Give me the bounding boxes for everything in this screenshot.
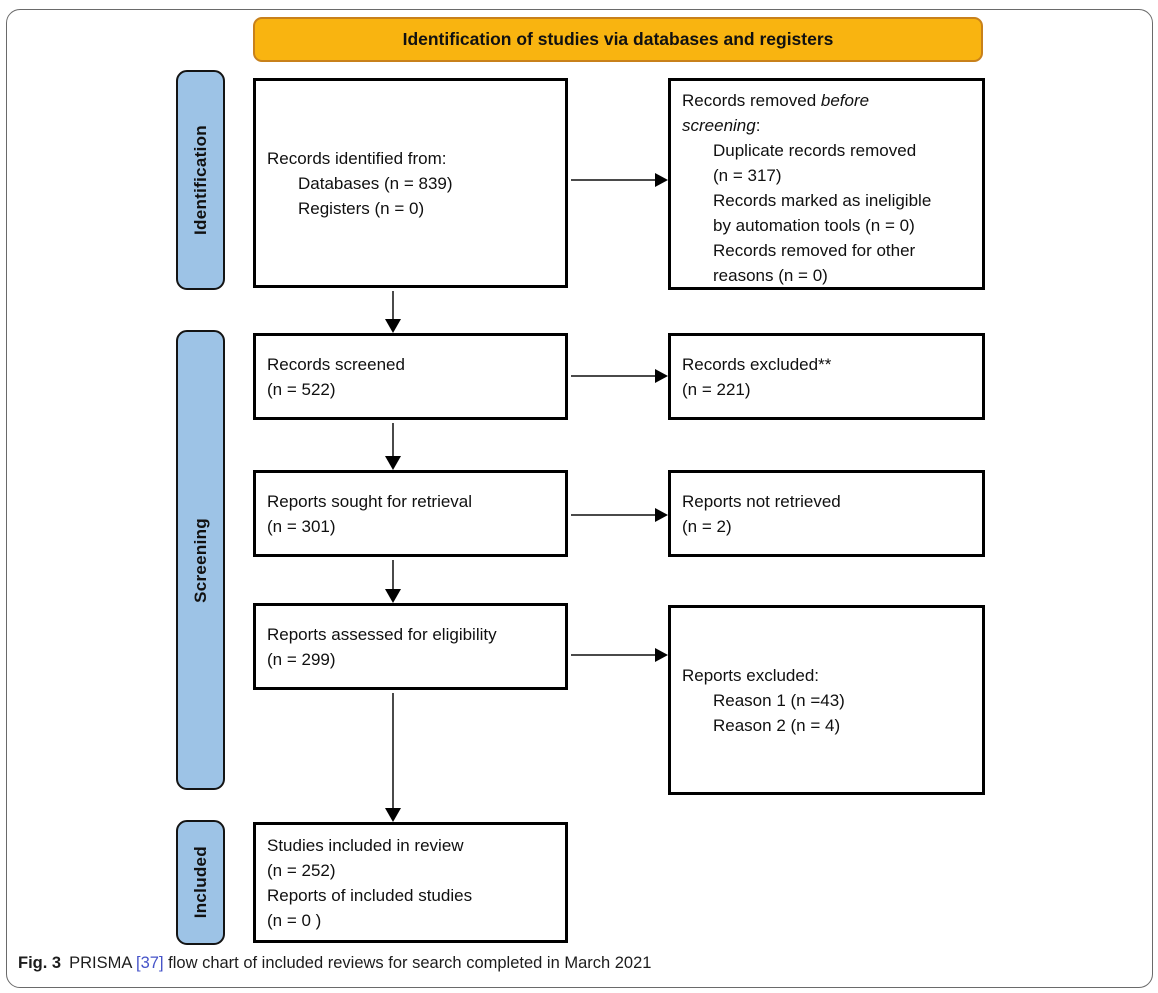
box-reports-sought: Reports sought for retrieval (n = 301)	[253, 470, 568, 557]
figure-number-label: Fig. 3	[18, 954, 62, 972]
figure-caption: Fig. 3 PRISMA [37] flow chart of included…	[18, 954, 651, 973]
box-text-line: reasons (n = 0)	[713, 266, 828, 285]
arrow-identified-to-removed	[571, 173, 668, 187]
box-text-line: Records removed for other	[713, 241, 916, 260]
stage-tab-identification: Identification	[176, 70, 225, 290]
box-text-line: (n = 221)	[682, 379, 751, 399]
box-text-line: Reports sought for retrieval	[267, 491, 473, 511]
box-text-line: (n = 522)	[267, 379, 336, 399]
box-reports-excluded: Reports excluded: Reason 1 (n =43) Reaso…	[668, 605, 985, 795]
box-text-line: (n = 252)	[267, 860, 336, 880]
box-text-line: Reason 2 (n = 4)	[713, 715, 841, 735]
box-text-line: Reports excluded:	[682, 665, 820, 685]
box-reports-assessed: Reports assessed for eligibility (n = 29…	[253, 603, 568, 690]
stage-label-identification: Identification	[190, 125, 210, 235]
box-text-line: Registers (n = 0)	[298, 198, 425, 218]
stage-label-included: Included	[190, 846, 210, 919]
banner-title: Identification of studies via databases …	[402, 29, 834, 49]
box-records-excluded: Records excluded** (n = 221)	[668, 333, 985, 420]
box-text-line: Records marked as ineligible	[713, 191, 932, 210]
box-records-removed: Records removed before screening: Duplic…	[668, 78, 985, 290]
box-text-line: Records excluded**	[682, 354, 832, 374]
box-text-line: (n = 317)	[713, 166, 782, 185]
arrow-screened-to-sought	[385, 423, 401, 470]
caption-text-after-ref: flow chart of included reviews for searc…	[163, 954, 652, 972]
stage-tab-screening: Screening	[176, 330, 225, 790]
box-text-line: by automation tools (n = 0)	[713, 216, 915, 235]
banner: Identification of studies via databases …	[253, 17, 983, 62]
box-text-line: Reports assessed for eligibility	[267, 624, 497, 644]
box-text-line: Databases (n = 839)	[298, 173, 453, 193]
box-text-line: Records identified from:	[267, 148, 447, 168]
box-text-line: Records removed before	[682, 91, 870, 110]
box-text-line: Reason 1 (n =43)	[713, 690, 845, 710]
arrow-assessed-to-reports-excluded	[571, 648, 668, 662]
stage-label-screening: Screening	[190, 517, 210, 603]
citation-ref-link[interactable]: [37]	[136, 954, 164, 972]
box-text-line: Duplicate records removed	[713, 141, 917, 160]
box-text-line: (n = 2)	[682, 516, 732, 536]
arrow-identified-to-screened	[385, 291, 401, 333]
box-reports-not-retrieved: Reports not retrieved (n = 2)	[668, 470, 985, 557]
arrow-sought-to-not-retrieved	[571, 508, 668, 522]
box-text-line: Reports of included studies	[267, 885, 473, 905]
arrow-screened-to-excluded	[571, 369, 668, 383]
box-records-screened: Records screened (n = 522)	[253, 333, 568, 420]
box-text-line: (n = 0 )	[267, 910, 322, 930]
box-text-line: (n = 301)	[267, 516, 336, 536]
box-records-identified: Records identified from: Databases (n = …	[253, 78, 568, 288]
box-studies-included: Studies included in review (n = 252) Rep…	[253, 822, 568, 943]
box-text-line: screening:	[682, 116, 761, 135]
caption-text-before-ref: PRISMA	[69, 954, 137, 972]
stage-tab-included: Included	[176, 820, 225, 945]
box-text-line: Records screened	[267, 354, 405, 374]
arrow-sought-to-assessed	[385, 560, 401, 603]
box-text-line: (n = 299)	[267, 649, 336, 669]
arrow-assessed-to-included	[385, 693, 401, 822]
box-text-line: Studies included in review	[267, 835, 464, 855]
box-text-line: Reports not retrieved	[682, 491, 841, 511]
